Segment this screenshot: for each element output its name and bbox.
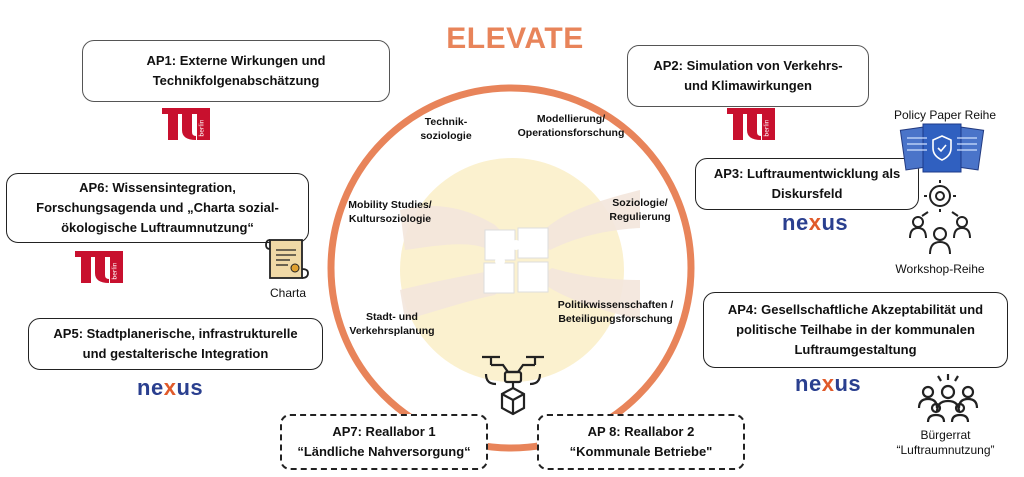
buergerrat-line1: Bürgerrat	[920, 428, 971, 442]
ap2-line1: AP2: Simulation von Verkehrs-	[653, 58, 843, 73]
ap1-box: AP1: Externe Wirkungen und Technikfolgen…	[82, 40, 390, 102]
nexus-logo: nexus	[795, 371, 861, 397]
nexus-logo-x: x	[163, 375, 177, 400]
ap5-line1: AP5: Stadtplanerische, infrastrukturelle	[53, 326, 298, 341]
buergerrat-line2: “Luftraumnutzung”	[896, 443, 995, 457]
ap3-line1: AP3: Luftraumentwicklung als	[713, 166, 901, 181]
svg-text:berlin: berlin	[199, 119, 206, 136]
ap4-line2: politische Teilhabe in der kommunalen	[736, 322, 975, 337]
ap7-box: AP7: Reallabor 1 “Ländliche Nahversorgun…	[280, 414, 488, 470]
discipline-mobility-studies: Mobility Studies/ Kultursoziologie	[340, 198, 440, 226]
discipline-politikwissenschaften: Politikwissenschaften / Beteiligungsfors…	[543, 298, 688, 326]
discipline-line: soziologie	[420, 130, 472, 142]
nexus-logo: nexus	[137, 375, 203, 401]
ap3-box: AP3: Luftraumentwicklung als Diskursfeld	[695, 158, 919, 210]
ap4-box: AP4: Gesellschaftliche Akzeptabilität un…	[703, 292, 1008, 368]
discipline-line: Stadt- und	[366, 311, 418, 323]
nexus-logo-part: us	[821, 210, 849, 235]
tu-berlin-logo: berlin	[162, 108, 210, 140]
buergerrat-label: Bürgerrat “Luftraumnutzung”	[873, 428, 1018, 458]
ap3-line2: Diskursfeld	[771, 186, 843, 201]
nexus-logo-part: ne	[137, 375, 164, 400]
discipline-line: Modellierung/	[536, 113, 606, 125]
ap1-line2: Technikfolgenabschätzung	[152, 73, 320, 88]
discipline-line: Mobility Studies/	[348, 199, 432, 211]
nexus-logo-part: us	[176, 375, 204, 400]
ap6-line1: AP6: Wissensintegration,	[79, 180, 236, 195]
nexus-logo: nexus	[782, 210, 848, 236]
ap6-line2: Forschungsagenda und „Charta sozial-	[36, 200, 279, 215]
discipline-line: Soziologie/	[612, 197, 668, 209]
discipline-line: Kultursoziologie	[348, 213, 432, 225]
ap8-box: AP 8: Reallabor 2 “Kommunale Betriebe"	[537, 414, 745, 470]
discipline-line: Technik-	[424, 116, 468, 128]
policy-paper-label: Policy Paper Reihe	[893, 108, 997, 122]
discipline-line: Beteiligungsforschung	[558, 313, 673, 325]
discipline-line: Politikwissenschaften /	[557, 299, 674, 311]
ap5-box: AP5: Stadtplanerische, infrastrukturelle…	[28, 318, 323, 370]
ap4-line3: Luftraumgestaltung	[794, 342, 917, 357]
diagram-title: ELEVATE	[446, 22, 584, 55]
svg-text:berlin: berlin	[764, 119, 771, 136]
ap2-box: AP2: Simulation von Verkehrs- und Klimaw…	[627, 45, 869, 107]
charta-label: Charta	[269, 286, 307, 300]
citizens-council-icon	[917, 374, 979, 423]
discipline-line: Operationsforschung	[517, 127, 625, 139]
ap5-line2: und gestalterische Integration	[82, 346, 269, 361]
nexus-logo-part: ne	[795, 371, 822, 396]
ap4-line1: AP4: Gesellschaftliche Akzeptabilität un…	[727, 302, 984, 317]
discipline-line: Regulierung	[609, 211, 671, 223]
ap8-line2: “Kommunale Betriebe"	[569, 444, 713, 459]
svg-text:berlin: berlin	[112, 262, 119, 279]
charta-scroll-icon	[265, 239, 309, 279]
drone-icon	[482, 355, 544, 416]
tu-berlin-logo: berlin	[727, 108, 775, 140]
ap2-line2: und Klimawirkungen	[684, 78, 812, 93]
ap6-box: AP6: Wissensintegration, Forschungsagend…	[6, 173, 309, 243]
nexus-logo-part: ne	[782, 210, 809, 235]
discipline-stadtplanung: Stadt- und Verkehrsplanung	[342, 310, 442, 338]
ap8-line1: AP 8: Reallabor 2	[587, 424, 695, 439]
nexus-logo-x: x	[821, 371, 835, 396]
workshop-label: Workshop-Reihe	[895, 262, 985, 276]
nexus-logo-x: x	[808, 210, 822, 235]
ap7-line2: “Ländliche Nahversorgung“	[297, 444, 471, 459]
policy-paper-icon	[899, 123, 985, 173]
discipline-modellierung: Modellierung/ Operationsforschung	[508, 112, 634, 140]
discipline-soziologie: Soziologie/ Regulierung	[600, 196, 680, 224]
ap1-line1: AP1: Externe Wirkungen und	[146, 53, 326, 68]
ap7-line1: AP7: Reallabor 1	[332, 424, 436, 439]
nexus-logo-part: us	[834, 371, 862, 396]
discipline-techniksoziologie: Technik- soziologie	[416, 115, 476, 143]
discipline-line: Verkehrsplanung	[349, 325, 435, 337]
ap6-line3: ökologische Luftraumnutzung“	[61, 220, 254, 235]
puzzle-image	[400, 190, 640, 320]
tu-berlin-logo: berlin	[75, 251, 123, 283]
workshop-icon	[909, 180, 971, 255]
